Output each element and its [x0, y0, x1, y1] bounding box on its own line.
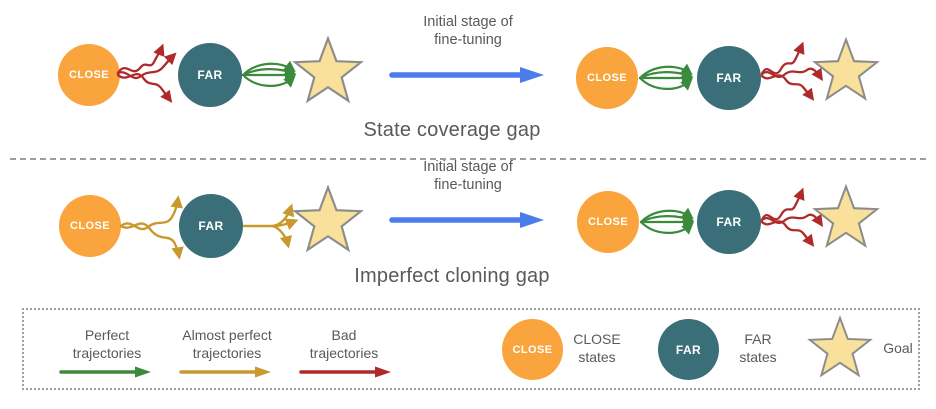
close-state-legend-icon: CLOSE	[502, 319, 563, 380]
legend-label: Bad	[331, 327, 357, 343]
legend-item-bad-trajectories: Bad trajectories	[284, 326, 404, 362]
finetune-transition-arrow	[389, 212, 544, 228]
far-state-node: FAR	[178, 43, 242, 107]
far-state-node: FAR	[179, 194, 243, 258]
almost-perfect-trajectories-arrows	[242, 203, 299, 249]
goal-star-icon	[812, 184, 880, 248]
close-node-label: CLOSE	[512, 343, 553, 356]
row-divider	[10, 158, 926, 160]
close-state-node: CLOSE	[58, 44, 120, 106]
close-state-node: CLOSE	[576, 47, 638, 109]
perfect-trajectories-arrows	[638, 63, 694, 91]
legend-label: Goal	[883, 340, 913, 356]
almost-perfect-trajectories-arrows	[119, 195, 184, 260]
far-state-legend-icon: FAR	[658, 319, 719, 380]
legend-label: states	[739, 349, 777, 366]
legend-item-perfect-trajectories: Perfect trajectories	[47, 326, 167, 362]
legend-label: trajectories	[72, 345, 142, 362]
close-state-node: CLOSE	[577, 191, 639, 253]
legend-label: FAR	[744, 331, 772, 347]
legend-item-almost-perfect-trajectories: Almost perfect trajectories	[157, 326, 297, 362]
bad-trajectories-arrows	[760, 187, 823, 247]
bad-trajectories-arrows	[760, 41, 823, 101]
perfect-trajectory-arrow-icon	[59, 366, 151, 378]
far-node-label: FAR	[716, 71, 742, 85]
goal-star-legend-icon	[807, 315, 873, 378]
far-state-node: FAR	[697, 190, 761, 254]
legend-label: CLOSE	[573, 331, 621, 347]
close-state-node: CLOSE	[59, 195, 121, 257]
legend-label: Perfect	[84, 327, 130, 343]
bad-trajectories-arrows	[116, 43, 177, 103]
almost-perfect-trajectory-arrow-icon	[179, 366, 271, 378]
perfect-trajectories-arrows	[639, 207, 695, 235]
transition-label-line2: fine-tuning	[434, 176, 502, 193]
transition-label-line1: Initial stage of	[423, 14, 513, 30]
far-node-label: FAR	[675, 342, 702, 357]
close-node-label: CLOSE	[588, 216, 628, 228]
far-node-label: FAR	[716, 215, 742, 229]
far-node-label: FAR	[198, 219, 224, 233]
close-node-label: CLOSE	[70, 220, 110, 232]
legend-label: trajectories	[192, 345, 262, 362]
goal-star-icon	[292, 36, 364, 104]
transition-label: Initial stage of fine-tuning	[390, 14, 546, 49]
perfect-trajectories-arrows	[241, 60, 297, 88]
legend-item-goal: Goal	[870, 339, 926, 357]
bad-trajectory-arrow-icon	[299, 366, 391, 378]
legend-item-far-states: FAR states	[723, 330, 793, 366]
legend-label: trajectories	[309, 345, 379, 362]
legend-label: states	[578, 349, 616, 366]
goal-star-icon	[812, 37, 880, 101]
finetune-transition-arrow	[389, 67, 544, 83]
legend-item-close-states: CLOSE states	[562, 330, 632, 366]
row-caption: State coverage gap	[363, 119, 541, 141]
transition-label-line1: Initial stage of	[423, 159, 513, 175]
transition-label-line2: fine-tuning	[434, 31, 502, 48]
far-state-node: FAR	[697, 46, 761, 110]
transition-label: Initial stage of fine-tuning	[390, 159, 546, 194]
close-node-label: CLOSE	[69, 69, 109, 81]
goal-star-icon	[292, 185, 364, 253]
legend-label: Almost perfect	[182, 327, 272, 343]
close-node-label: CLOSE	[587, 72, 627, 84]
far-node-label: FAR	[197, 68, 223, 82]
legend: Perfect trajectories Almost perfect traj…	[22, 308, 920, 390]
row-caption: Imperfect cloning gap	[354, 265, 550, 287]
